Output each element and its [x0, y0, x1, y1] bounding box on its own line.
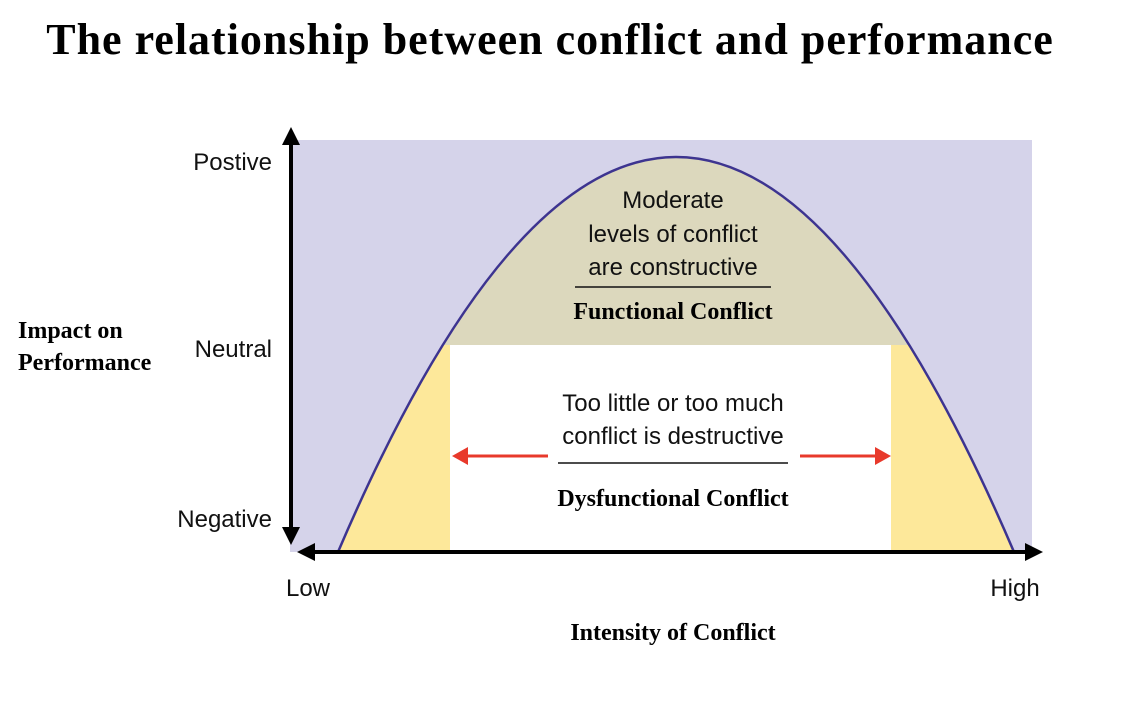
performance-curve: [336, 155, 1016, 553]
left-arrow-icon: [452, 447, 548, 465]
functional-text-line2: levels of conflict: [588, 221, 758, 248]
dysfunctional-text-line1: Too little or too much: [562, 390, 783, 417]
x-axis-label: Intensity of Conflict: [570, 620, 775, 646]
page-title: The relationship between conflict and pe…: [46, 15, 1054, 64]
right-arrow-icon: [800, 447, 891, 465]
functional-text-line3: are constructive: [588, 254, 757, 281]
y-tick-positive: Postive: [193, 149, 272, 176]
functional-heading: Functional Conflict: [573, 299, 772, 325]
x-tick-high: High: [990, 575, 1039, 602]
x-axis: [297, 543, 1043, 561]
dysfunctional-text-line2: conflict is destructive: [562, 423, 783, 450]
y-axis: [282, 127, 300, 545]
y-axis-label-line2: Performance: [18, 350, 152, 376]
x-tick-low: Low: [286, 575, 331, 602]
dysfunctional-heading: Dysfunctional Conflict: [557, 486, 788, 512]
y-tick-negative: Negative: [177, 506, 272, 533]
y-tick-neutral: Neutral: [195, 336, 272, 363]
y-axis-label-line1: Impact on: [18, 318, 123, 344]
neutral-white-region: [450, 345, 891, 552]
functional-text-line1: Moderate: [622, 187, 723, 214]
